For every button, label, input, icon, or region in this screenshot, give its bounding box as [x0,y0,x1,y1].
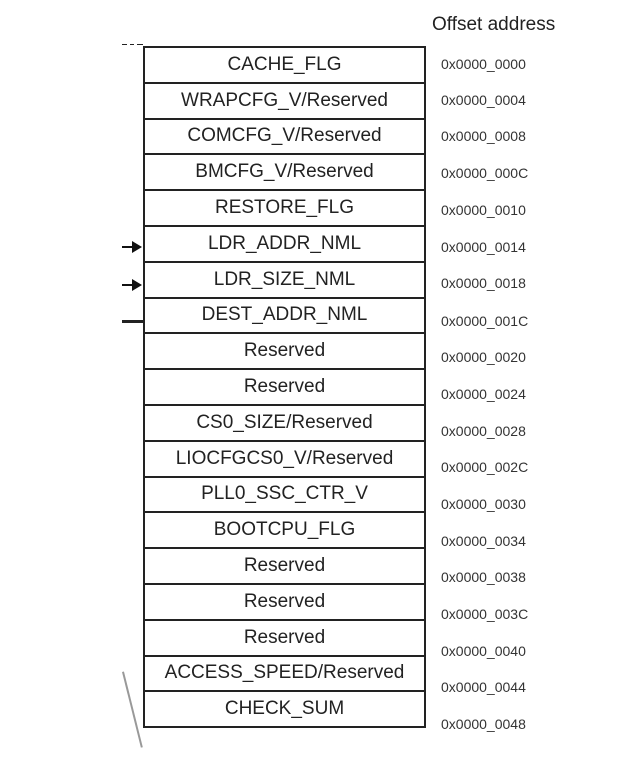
offset-address: 0x0000_0024 [441,386,526,402]
offset-address: 0x0000_0018 [441,275,526,291]
register-label: Reserved [243,590,326,612]
top-left-dash-1 [122,44,127,45]
register-row: ACCESS_SPEED/Reserved [143,654,426,691]
register-row: LDR_SIZE_NML [143,260,426,297]
top-left-dash-3 [137,44,143,45]
register-label: LDR_ADDR_NML [207,232,362,254]
register-label: Reserved [243,626,326,648]
register-label: PLL0_SSC_CTR_V [201,483,368,505]
offset-address: 0x0000_0020 [441,349,526,365]
offset-address: 0x0000_0028 [441,423,526,439]
offset-address: 0x0000_0008 [441,128,526,144]
dest-addr-connector-line [122,320,143,323]
top-left-dash-2 [130,44,134,45]
offset-address: 0x0000_0030 [441,496,526,512]
offset-address: 0x0000_0014 [441,239,526,255]
register-row: CACHE_FLG [143,46,426,82]
register-row: Reserved [143,547,426,583]
arrow-ldr-addr-icon [122,241,142,253]
register-row: PLL0_SSC_CTR_V [143,475,426,512]
register-label: LDR_SIZE_NML [213,268,356,290]
arrow-ldr-size-icon [122,279,142,291]
register-label: BMCFG_V/Reserved [195,161,374,183]
register-label: COMCFG_V/Reserved [187,125,382,147]
register-label: DEST_ADDR_NML [201,304,368,326]
offset-address: 0x0000_0044 [441,679,526,695]
register-label: ACCESS_SPEED/Reserved [164,662,405,684]
register-row: Reserved [143,618,426,655]
offset-address: 0x0000_0040 [441,643,526,659]
register-label: CACHE_FLG [227,53,342,75]
offset-address: 0x0000_0000 [441,56,526,72]
register-label: RESTORE_FLG [214,197,355,219]
register-row: WRAPCFG_V/Reserved [143,81,426,118]
offset-address: 0x0000_0038 [441,569,526,585]
register-label: BOOTCPU_FLG [213,519,356,541]
offset-address: 0x0000_0004 [441,92,526,108]
offset-address: 0x0000_0048 [441,716,526,732]
register-row: Reserved [143,332,426,369]
register-row: Reserved [143,368,426,404]
offset-address: 0x0000_000C [441,165,529,181]
register-label: LIOCFGCS0_V/Reserved [175,447,394,469]
offset-address-header: Offset address [432,14,556,35]
register-label: Reserved [243,555,326,577]
bottom-left-diagonal-line [122,671,143,748]
register-row: BMCFG_V/Reserved [143,153,426,190]
register-row: DEST_ADDR_NML [143,296,426,333]
register-row: CS0_SIZE/Reserved [143,403,426,440]
register-label: CS0_SIZE/Reserved [196,411,373,433]
offset-address: 0x0000_001C [441,313,529,329]
offset-address: 0x0000_0010 [441,202,526,218]
register-label: Reserved [243,340,326,362]
register-row: LDR_ADDR_NML [143,224,426,261]
register-row: Reserved [143,582,426,619]
register-label: CHECK_SUM [224,698,345,720]
register-label: WRAPCFG_V/Reserved [181,89,388,111]
register-row: LIOCFGCS0_V/Reserved [143,439,426,476]
register-row: BOOTCPU_FLG [143,511,426,548]
register-row: RESTORE_FLG [143,189,426,225]
offset-address: 0x0000_003C [441,606,529,622]
register-table: CACHE_FLG WRAPCFG_V/Reserved COMCFG_V/Re… [143,46,426,729]
register-label: Reserved [243,376,326,398]
register-row: CHECK_SUM [143,690,426,729]
offset-address: 0x0000_002C [441,459,529,475]
offset-address: 0x0000_0034 [441,533,526,549]
register-row: COMCFG_V/Reserved [143,117,426,154]
